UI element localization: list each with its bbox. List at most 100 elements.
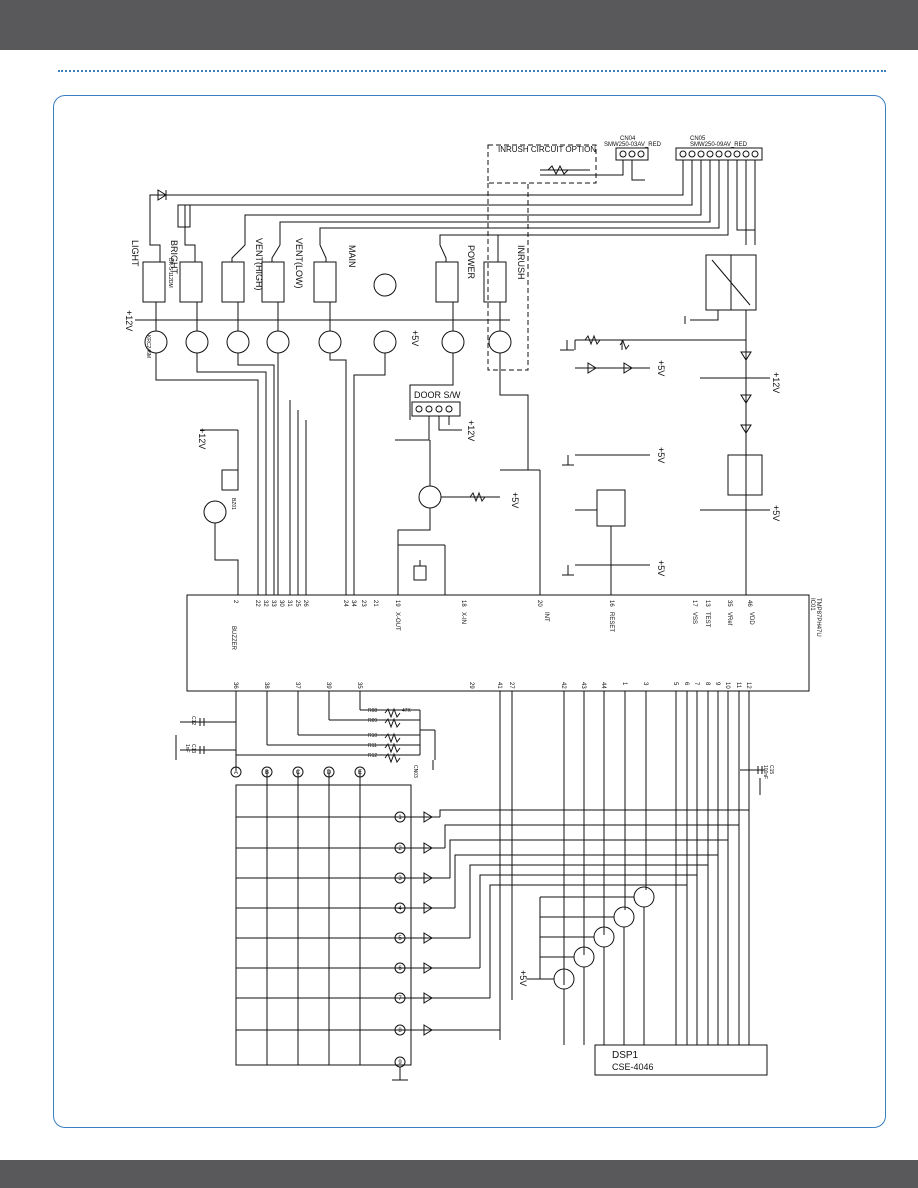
svg-text:25: 25 (294, 600, 300, 607)
svg-text:4: 4 (398, 906, 402, 912)
v12-label-a: +12V (124, 310, 134, 331)
r11-label: R11 (368, 743, 377, 749)
voltage-regulator (727, 454, 763, 496)
cn04-connector (615, 147, 649, 161)
reset-ic (596, 489, 626, 527)
header-bar (0, 0, 918, 50)
svg-text:13: 13 (704, 600, 710, 607)
inrush-option-box (487, 144, 597, 184)
relay-power-label: POWER (466, 245, 476, 280)
pin-vss-label: VSS (691, 612, 697, 624)
pin-reset-label: RESET (608, 612, 614, 632)
svg-text:46: 46 (746, 600, 752, 607)
svg-text:23: 23 (360, 600, 366, 607)
svg-text:44: 44 (600, 682, 606, 689)
v12-label-b: +12V (197, 428, 207, 449)
svg-text:31: 31 (286, 600, 292, 607)
svg-text:2: 2 (398, 846, 402, 852)
svg-text:8: 8 (704, 682, 710, 686)
svg-text:17: 17 (691, 600, 697, 607)
svg-text:12: 12 (745, 682, 751, 689)
svg-text:27: 27 (508, 682, 514, 689)
ic01-body (186, 594, 810, 692)
crystal (413, 565, 427, 581)
v12-label-d: +12V (771, 372, 781, 393)
svg-text:22: 22 (254, 600, 260, 607)
cn05-label: CN05 (690, 136, 706, 142)
dsp1-body (594, 1044, 768, 1076)
svg-text:42: 42 (560, 682, 566, 689)
dsp1-part-label: CSE-4046 (612, 1062, 654, 1072)
c13-label: C13 (190, 744, 196, 753)
v5-label-b: +5V (656, 360, 666, 376)
svg-text:29: 29 (468, 682, 474, 689)
buzzer (221, 469, 239, 491)
v5-label-e: +5V (656, 560, 666, 576)
door-switch-connector (411, 401, 461, 417)
cn04-label: CN04 (620, 136, 636, 142)
svg-text:1: 1 (398, 815, 402, 821)
svg-text:8: 8 (398, 1028, 402, 1034)
relay-venthigh-label: VENT(HIGH) (254, 238, 264, 291)
svg-text:41: 41 (496, 682, 502, 689)
relay-main-label: MAIN (347, 245, 357, 268)
svg-text:3: 3 (642, 682, 648, 686)
svg-text:3: 3 (398, 876, 402, 882)
v12-label-c: +12V (466, 420, 476, 441)
pin-vref-label: VRef (726, 612, 732, 626)
relay-row (142, 261, 507, 303)
dsp-driver-transistors (527, 886, 655, 1045)
svg-text:30: 30 (278, 600, 284, 607)
svg-text:6: 6 (683, 682, 689, 686)
svg-text:D: D (327, 770, 332, 776)
inrush-dashed-area (487, 183, 529, 371)
c15-label: C15 (768, 765, 774, 774)
dotted-divider (58, 70, 886, 72)
cn05-part-label: SMW250-09AV_RED (690, 142, 748, 148)
svg-text:7: 7 (398, 996, 402, 1002)
svg-text:9: 9 (714, 682, 720, 686)
svg-text:24: 24 (342, 600, 348, 607)
svg-text:10: 10 (724, 682, 730, 689)
svg-text:21: 21 (372, 600, 378, 607)
svg-text:34: 34 (350, 600, 356, 607)
svg-text:37: 37 (294, 682, 300, 689)
dsp1-label: DSP1 (612, 1050, 639, 1061)
svg-text:9: 9 (398, 1060, 402, 1066)
r09-label: R09 (368, 718, 377, 724)
pin-xout-label: X-OUT (394, 612, 400, 631)
pin-vdd-label: VDD (748, 612, 754, 625)
svg-text:39: 39 (325, 682, 331, 689)
svg-text:E: E (358, 770, 362, 776)
res-47k-label: 47K (402, 708, 412, 714)
ic01-pin-numbers: 2 22 32 33 30 31 25 26 24 34 23 21 19 18… (232, 600, 752, 689)
svg-text:33: 33 (270, 600, 276, 607)
pin-xin-label: X-IN (460, 612, 466, 624)
svg-text:20: 20 (536, 600, 542, 607)
bz01-label: BZ01 (230, 498, 236, 510)
pin-int-label: INT (543, 612, 549, 622)
relay-part-label: DR-S-112DM (167, 258, 173, 288)
svg-text:26: 26 (302, 600, 308, 607)
c15-value-label: 100nF (762, 765, 768, 779)
svg-text:C: C (296, 770, 301, 776)
svg-text:38: 38 (263, 682, 269, 689)
r08-label: R08 (368, 708, 377, 714)
door-sw-label: DOOR S/W (414, 390, 461, 400)
r12-label: R12 (368, 753, 377, 759)
svg-text:7: 7 (693, 682, 699, 686)
r10-label: R10 (368, 733, 377, 739)
pin-test-label: TEST (704, 612, 710, 628)
row-diodes (392, 809, 749, 1081)
svg-text:36: 36 (232, 682, 238, 689)
v5-label-f: +5V (771, 505, 781, 521)
svg-text:1: 1 (621, 682, 627, 686)
schematic-frame (53, 95, 886, 1128)
ic01-bottom-pins (235, 691, 750, 1045)
svg-text:6: 6 (398, 966, 402, 972)
matrix-row-numbers: 1 2 3 4 5 6 7 8 9 A B C D E (234, 770, 402, 1066)
svg-text:2: 2 (232, 600, 238, 604)
ground-symbols (175, 340, 761, 795)
relay-light-label: LIGHT (130, 240, 140, 267)
